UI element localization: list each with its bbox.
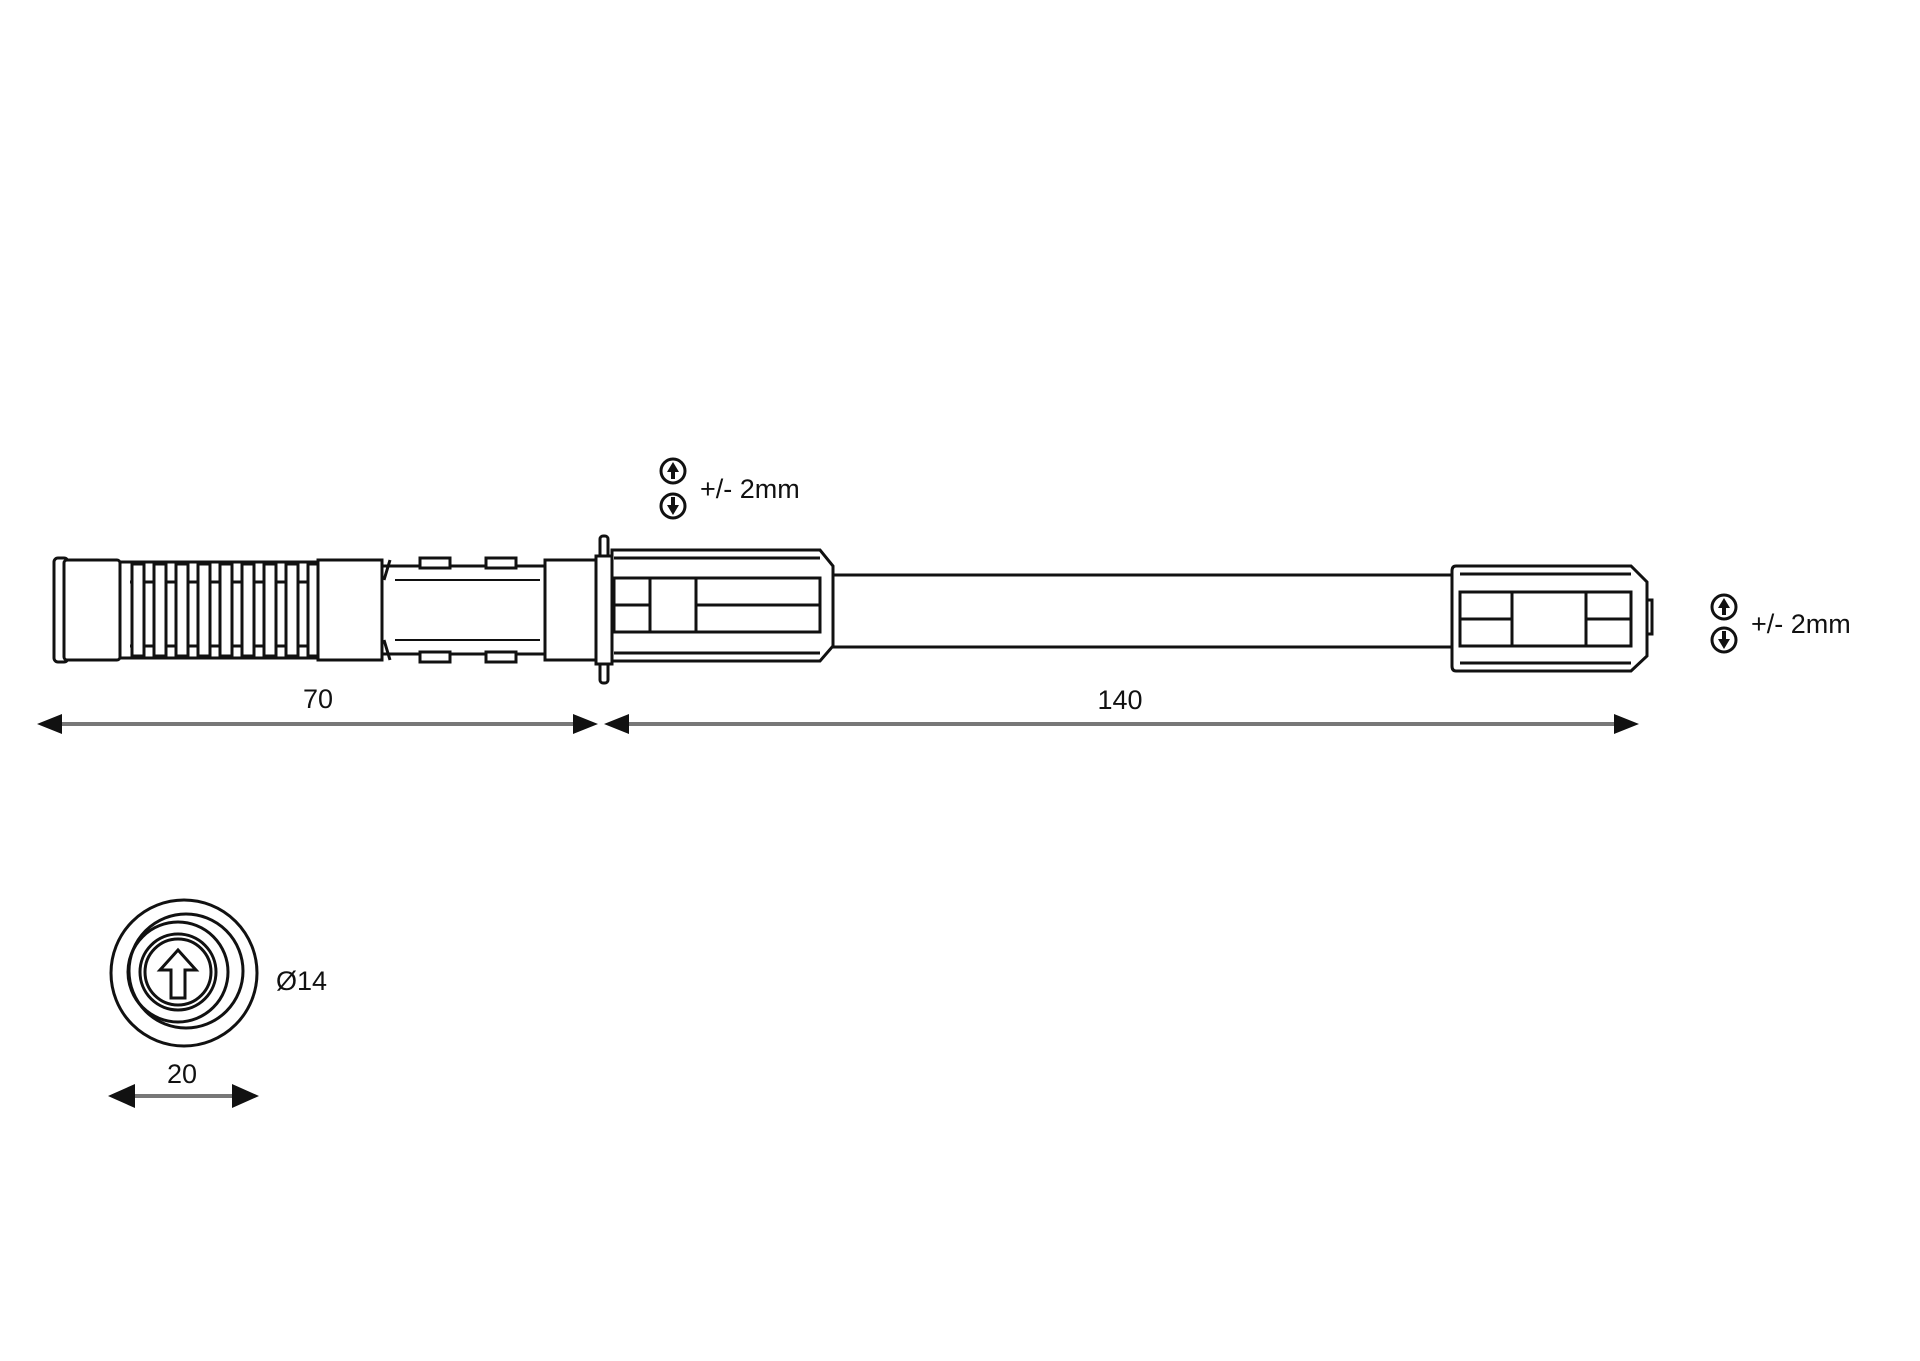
side-view	[52, 534, 1654, 685]
front-cap	[52, 556, 122, 664]
adjust-up-icon	[659, 457, 687, 485]
spring-rib	[218, 562, 234, 658]
spring-rib	[130, 562, 146, 658]
arrow-up-icon	[156, 947, 200, 1000]
adjust-down-icon	[659, 492, 687, 520]
end-tolerance: +/- 2mm	[1710, 593, 1851, 654]
collar	[543, 558, 598, 662]
spring-rib	[284, 562, 300, 658]
spring-section	[118, 558, 384, 662]
flange-tolerance-label: +/- 2mm	[700, 474, 800, 504]
diameter-label: Ø14	[276, 966, 327, 996]
adjust-down-icon	[1710, 626, 1738, 654]
spring-rib	[240, 562, 256, 658]
dimension-20: 20	[108, 1059, 259, 1108]
spring-rib	[174, 562, 190, 658]
dimension-20-label: 20	[167, 1059, 197, 1089]
adjuster-body	[610, 548, 835, 663]
extension-rod	[831, 573, 1455, 649]
dimension-140: 140	[604, 685, 1639, 734]
cage-section	[380, 556, 547, 664]
flange-seat	[594, 554, 614, 666]
spring-rib	[196, 562, 212, 658]
dimension-140-label: 140	[1097, 685, 1142, 715]
dimension-70: 70	[37, 684, 598, 734]
spring-rib	[152, 562, 168, 658]
adjust-up-icon	[1710, 593, 1738, 621]
end-view: Ø14	[109, 898, 327, 1048]
dimension-70-label: 70	[303, 684, 333, 714]
spring-rib	[262, 562, 278, 658]
flange-tolerance: +/- 2mm	[659, 457, 800, 520]
end-cap	[1450, 564, 1654, 673]
end-tolerance-label: +/- 2mm	[1751, 609, 1851, 639]
